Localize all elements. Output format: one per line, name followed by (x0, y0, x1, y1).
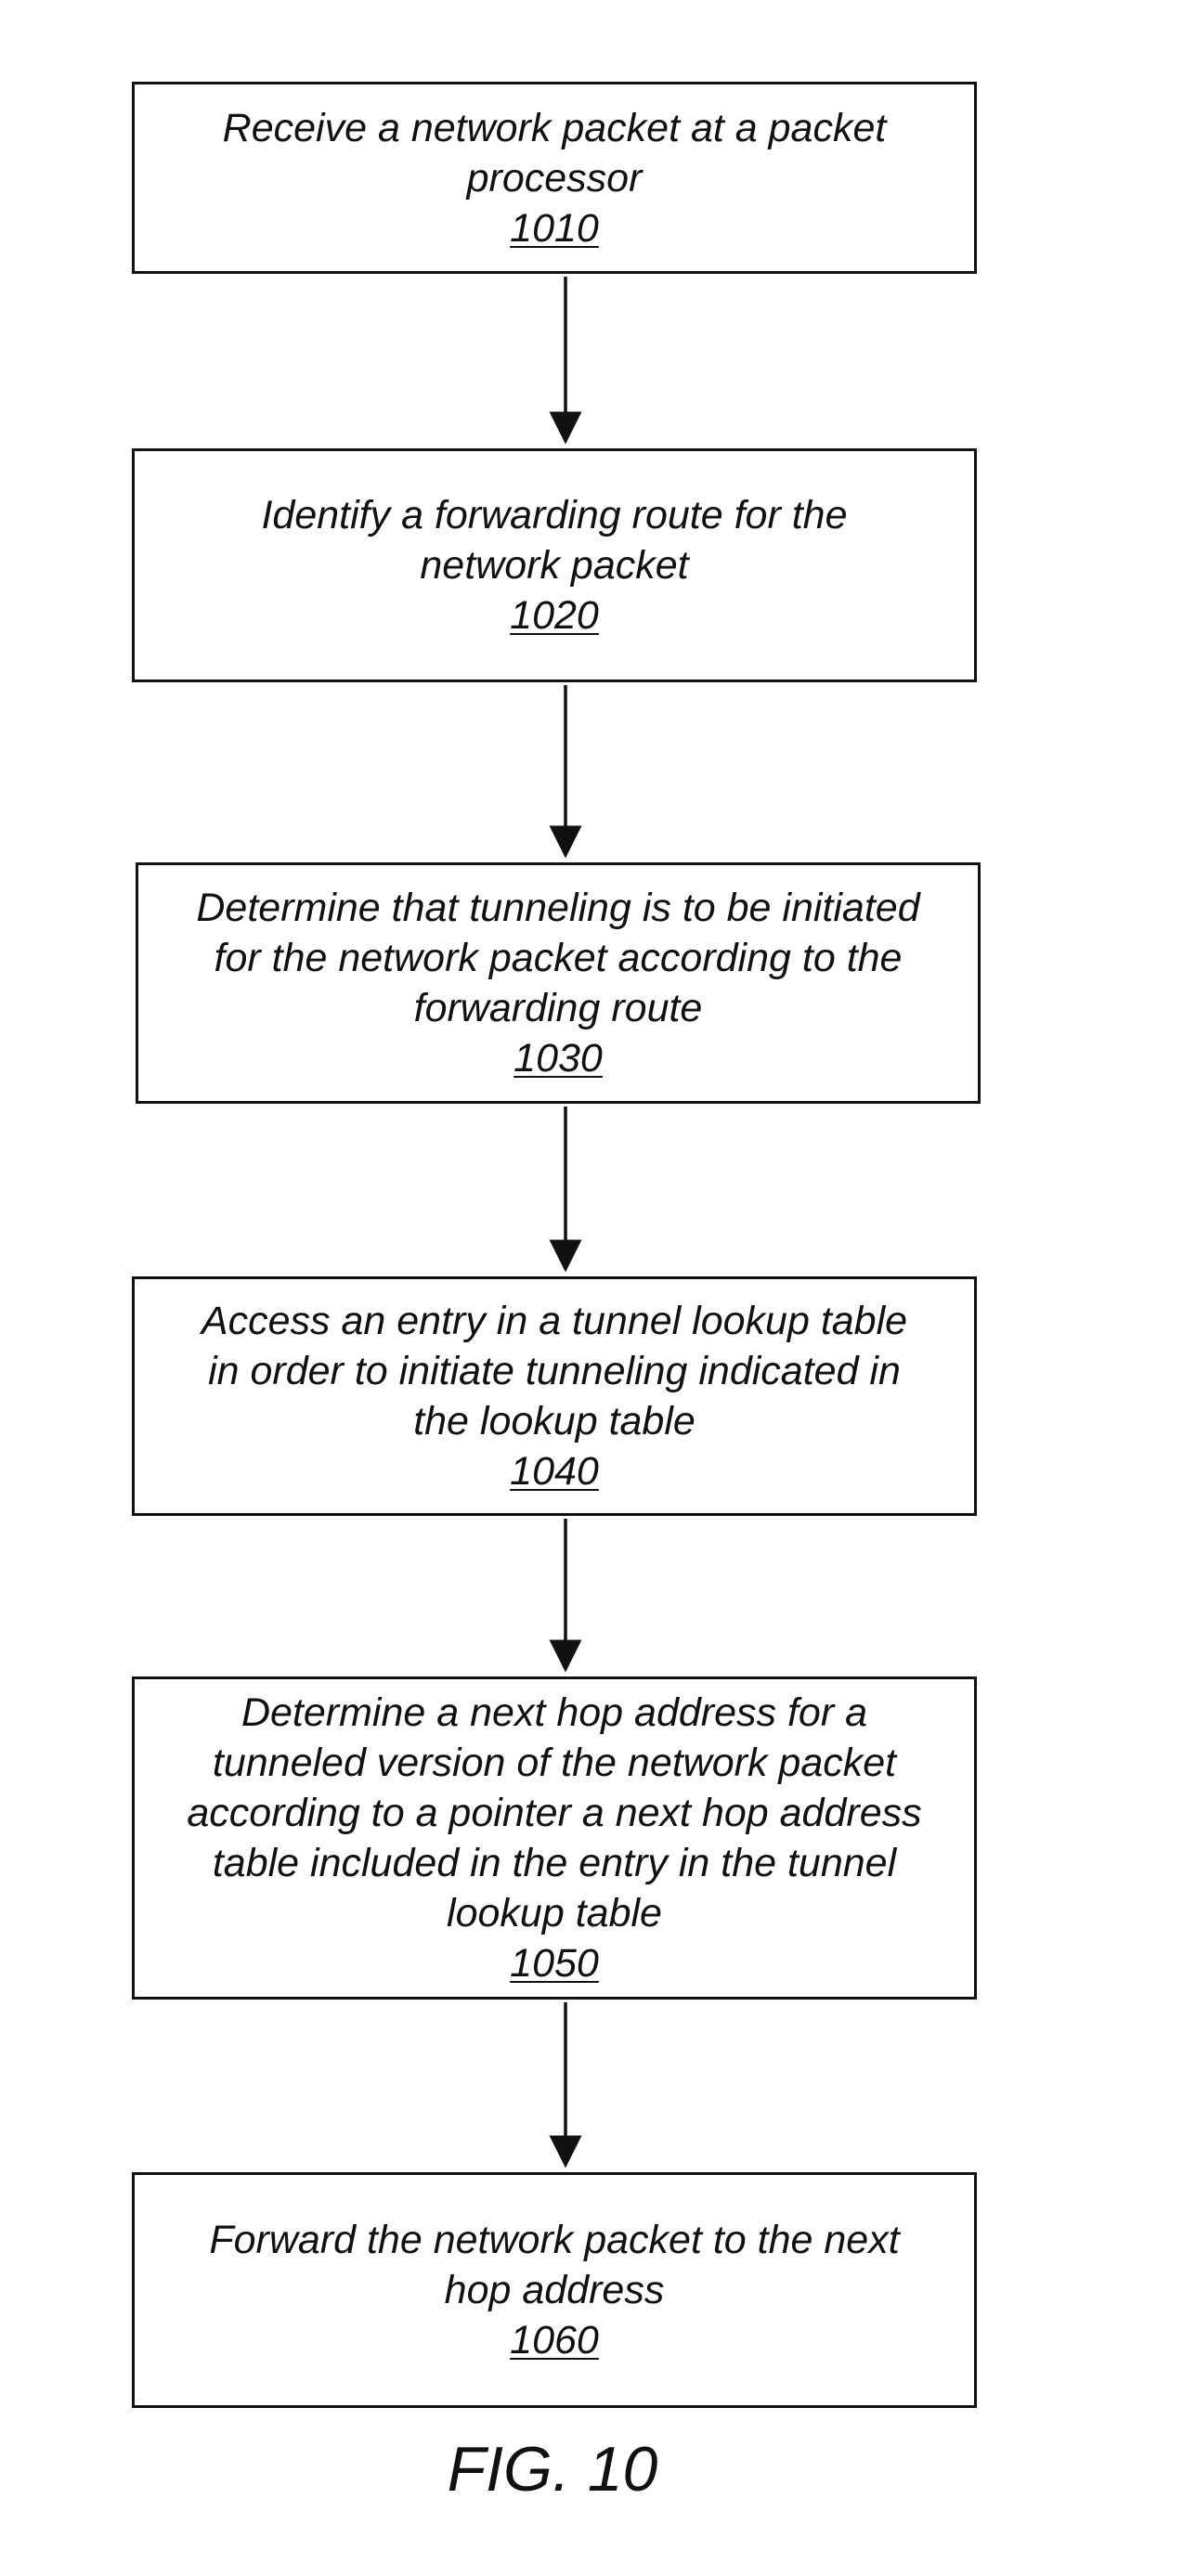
figure-label: FIG. 10 (0, 2432, 1105, 2506)
